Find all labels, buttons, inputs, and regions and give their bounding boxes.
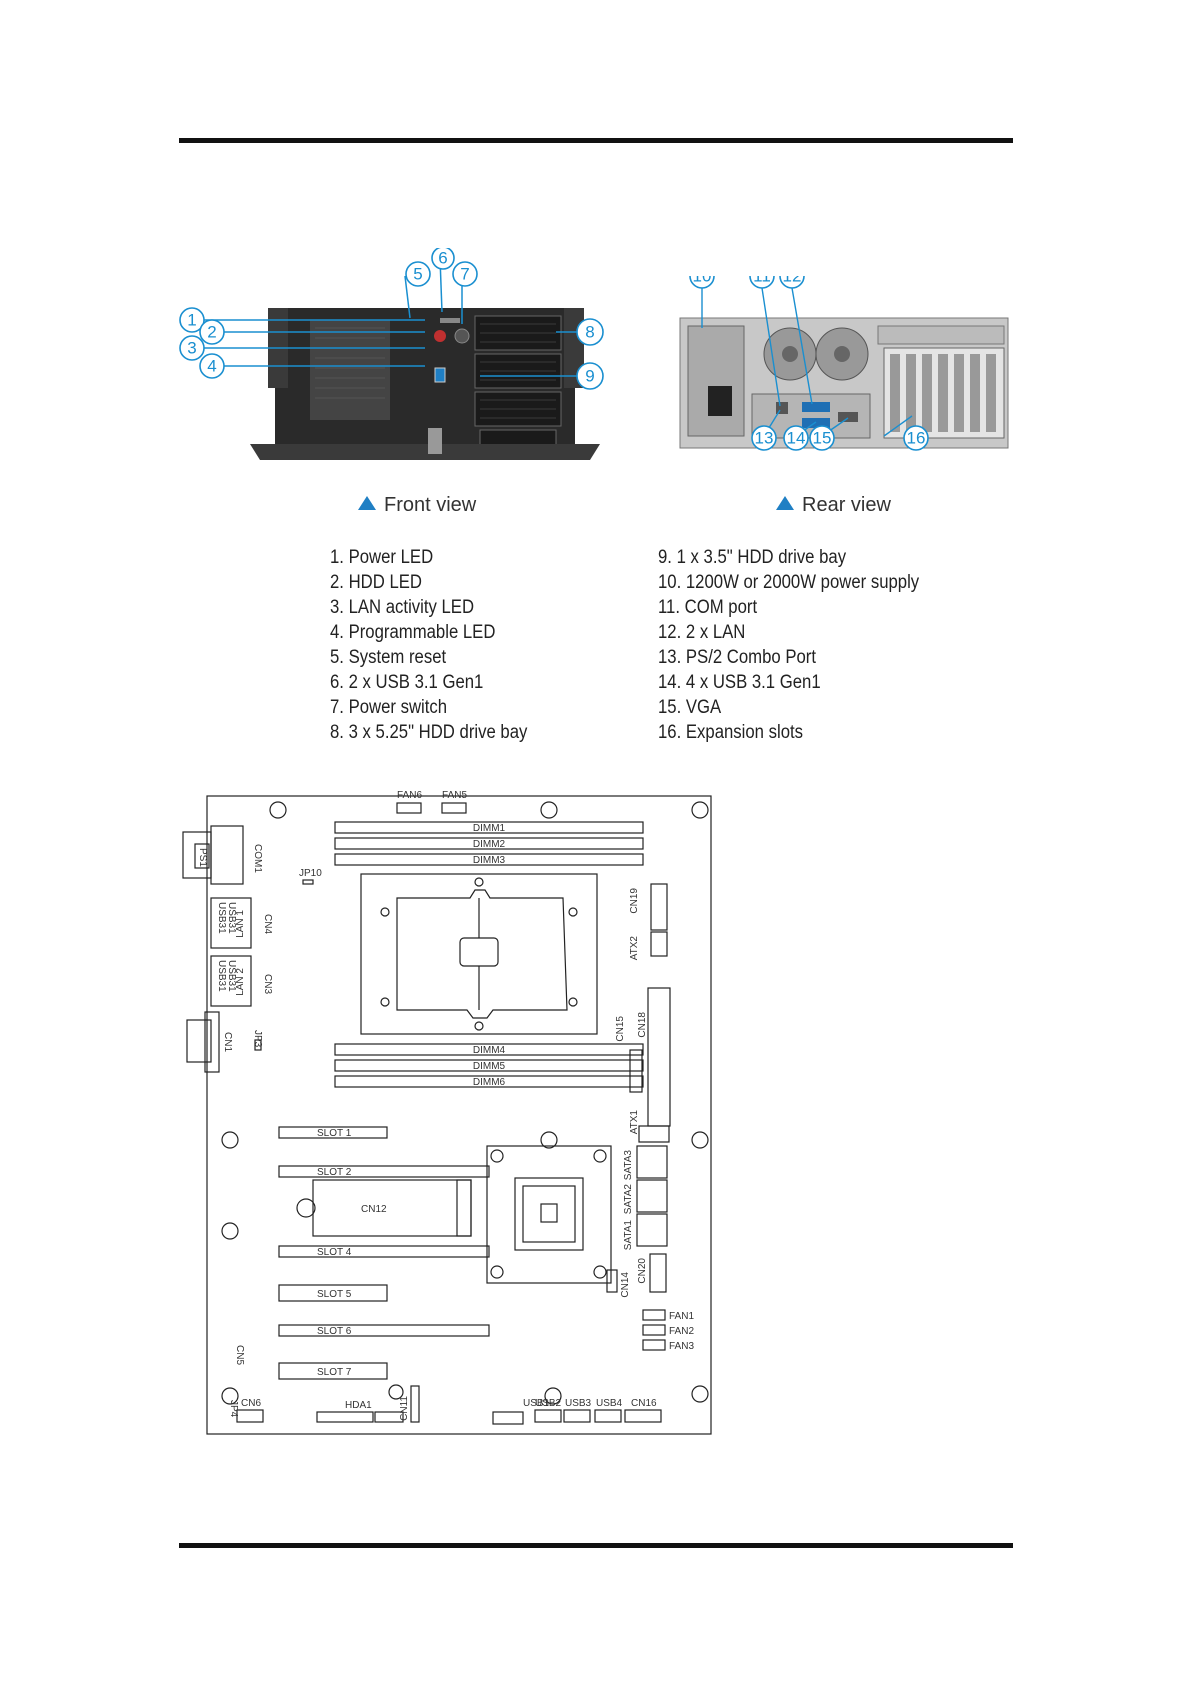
usb31-label-4: USB31 xyxy=(226,960,237,992)
fan1-label: FAN1 xyxy=(669,1311,694,1322)
front-callout-3: 3 xyxy=(187,339,196,358)
legend-item: 2. HDD LED xyxy=(330,572,422,593)
triangle-icon xyxy=(358,496,376,510)
dimm1-label: DIMM1 xyxy=(473,823,506,834)
board-outline xyxy=(206,795,712,1435)
cn15-label: CN15 xyxy=(615,1016,626,1042)
legend-item: 9. 1 x 3.5" HDD drive bay xyxy=(658,547,847,568)
rear-view-caption: Rear view xyxy=(776,494,891,517)
rear-callout-16: 16 xyxy=(907,429,926,448)
usb3-label: USB3 xyxy=(565,1398,592,1409)
hda1-label: HDA1 xyxy=(345,1400,372,1411)
fan5-label: FAN5 xyxy=(442,790,467,801)
legend-item: 16. Expansion slots xyxy=(658,722,803,743)
motherboard-layout: FAN6 FAN5 DIMM1 DIMM2 DIMM3 DIMM4 DIMM5 … xyxy=(182,790,712,1435)
bottom-rule xyxy=(179,1543,1013,1548)
sata2-label: SATA2 xyxy=(623,1184,634,1215)
atx2-label: ATX2 xyxy=(629,936,640,961)
sata3-label: SATA3 xyxy=(623,1150,634,1181)
dimm5-label: DIMM5 xyxy=(473,1061,506,1072)
rear-callout-11: 11 xyxy=(753,276,771,286)
cn20-label: CN20 xyxy=(637,1258,648,1284)
cn5-label: CN5 xyxy=(234,1345,245,1365)
fan2-label: FAN2 xyxy=(669,1326,694,1337)
legend-right: 9. 1 x 3.5" HDD drive bay 10. 1200W or 2… xyxy=(658,545,919,745)
front-callout-1: 1 xyxy=(187,311,196,330)
legend-item: 15. VGA xyxy=(658,697,722,718)
legend-item: 4. Programmable LED xyxy=(330,622,496,643)
rear-callout-13: 13 xyxy=(755,429,774,448)
legend-item: 3. LAN activity LED xyxy=(330,597,475,618)
front-callout-4: 4 xyxy=(207,357,216,376)
rear-callout-15: 15 xyxy=(813,429,832,448)
legend-item: 7. Power switch xyxy=(330,697,448,718)
legend-item: 8. 3 x 5.25" HDD drive bay xyxy=(330,722,528,743)
slot1-label: SLOT 1 xyxy=(317,1128,352,1139)
dimm4-label: DIMM4 xyxy=(473,1045,506,1056)
usb31-label-2: USB31 xyxy=(226,902,237,934)
usb31-label-3: USB31 xyxy=(216,960,227,992)
triangle-icon xyxy=(776,496,794,510)
usb31-label-1: USB31 xyxy=(216,902,227,934)
front-callout-7: 7 xyxy=(460,265,469,284)
rear-callout-12: 12 xyxy=(783,276,802,286)
cn12-label: CN12 xyxy=(361,1204,387,1215)
lan2-label: LAN 2 xyxy=(235,968,246,996)
rear-callout-10: 10 xyxy=(693,276,712,286)
front-callout-2: 2 xyxy=(207,323,216,342)
com1-label: COM1 xyxy=(252,844,263,873)
front-view-caption: Front view xyxy=(358,494,476,517)
legend-item: 12. 2 x LAN xyxy=(658,622,746,643)
legend-item: 10. 1200W or 2000W power supply xyxy=(658,572,920,593)
dimm2-label: DIMM2 xyxy=(473,839,506,850)
sata1-label: SATA1 xyxy=(623,1220,634,1251)
front-callout-5: 5 xyxy=(413,265,422,284)
legend-item: 13. PS/2 Combo Port xyxy=(658,647,817,668)
front-callout-9: 9 xyxy=(585,367,594,386)
usb1-label: USB1 xyxy=(523,1398,550,1409)
atx1-label: ATX1 xyxy=(629,1110,640,1135)
legend-item: 14. 4 x USB 3.1 Gen1 xyxy=(658,672,821,693)
cn14-label: CN14 xyxy=(620,1272,631,1298)
slot7-label: SLOT 7 xyxy=(317,1367,352,1378)
slot6-label: SLOT 6 xyxy=(317,1326,352,1337)
front-callout-6: 6 xyxy=(438,249,447,268)
cn4-label: CN4 xyxy=(262,914,273,934)
legend-item: 1. Power LED xyxy=(330,547,434,568)
cn11-label: CN11 xyxy=(399,1396,410,1421)
cn16-label: CN16 xyxy=(631,1398,657,1409)
usb4-label: USB4 xyxy=(596,1398,623,1409)
top-rule xyxy=(179,138,1013,143)
front-view-figure: 1 2 3 4 5 6 7 8 9 xyxy=(179,248,604,460)
cn1-label: CN1 xyxy=(222,1032,233,1052)
cn3-label: CN3 xyxy=(262,974,273,994)
legend-item: 11. COM port xyxy=(658,597,758,618)
cn19-label: CN19 xyxy=(629,888,640,914)
rear-callout-14: 14 xyxy=(787,429,806,448)
legend-item: 6. 2 x USB 3.1 Gen1 xyxy=(330,672,484,693)
legend-item: 5. System reset xyxy=(330,647,447,668)
slot2-label: SLOT 2 xyxy=(317,1167,352,1178)
ps1-label: PS1 xyxy=(197,848,208,867)
slot5-label: SLOT 5 xyxy=(317,1289,352,1300)
front-callout-8: 8 xyxy=(585,323,594,342)
cn18-label: CN18 xyxy=(637,1012,648,1038)
cn6-label: CN6 xyxy=(241,1398,261,1409)
usb2-label: USB2 xyxy=(535,1398,562,1409)
jp10-label: JP10 xyxy=(299,868,322,879)
jp4-label: JP4 xyxy=(228,1400,239,1418)
dimm3-label: DIMM3 xyxy=(473,855,506,866)
fan3-label: FAN3 xyxy=(669,1341,694,1352)
jp3-label: JP3 xyxy=(252,1030,263,1048)
rear-view-figure: 10 11 12 13 14 15 16 xyxy=(679,276,1009,451)
dimm6-label: DIMM6 xyxy=(473,1077,506,1088)
slot4-label: SLOT 4 xyxy=(317,1247,352,1258)
legend-left: 1. Power LED 2. HDD LED 3. LAN activity … xyxy=(330,545,527,745)
lan1-label: LAN 1 xyxy=(235,910,246,938)
fan6-label: FAN6 xyxy=(397,790,422,801)
